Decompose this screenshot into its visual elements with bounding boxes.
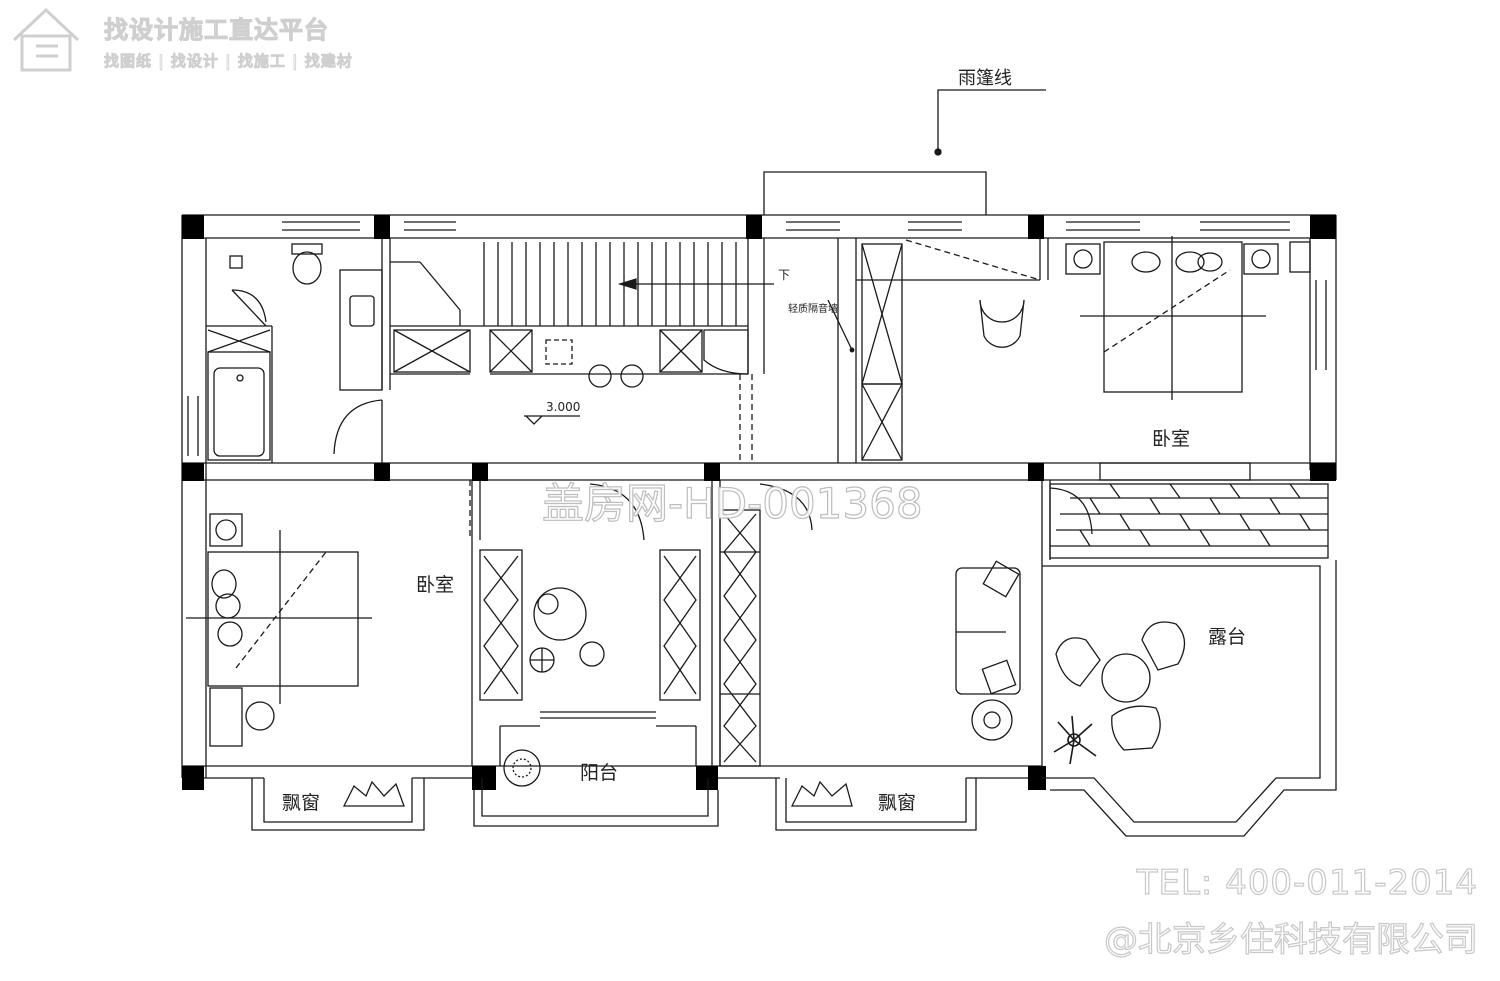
lamp-icon — [1065, 243, 1279, 275]
lamp-icon — [209, 513, 275, 747]
corridor-cabinets — [393, 329, 749, 388]
watermark-company: @北京乡住科技有限公司 — [1103, 919, 1478, 960]
armchair-icon — [1055, 637, 1101, 687]
partition-leader — [827, 299, 853, 351]
wardrobe-icon — [861, 243, 903, 461]
room-label-balcony: 阳台 — [580, 762, 619, 784]
house-logo-icon — [12, 7, 80, 72]
bay-window-left — [251, 778, 425, 831]
staircase — [390, 242, 774, 326]
living-door — [759, 483, 813, 531]
terrace-outline — [1042, 560, 1337, 837]
stair-down-label: 下 — [778, 268, 791, 282]
canopy-line-label: 雨篷线 — [958, 68, 1012, 89]
watermark-logo-subtitle: 找图纸 | 找设计 | 找施工 | 找建材 — [104, 52, 353, 71]
watermark-logo-title: 找设计施工直达平台 — [104, 16, 329, 45]
washbasin-icon — [339, 269, 383, 391]
room-label-terrace: 露台 — [1208, 626, 1247, 648]
elevation-label: 3.000 — [546, 400, 581, 414]
room-label-bay-window-right: 飘窗 — [878, 792, 917, 814]
light-partition-label: 轻质隔音墙 — [788, 304, 838, 315]
terrace-deck — [1049, 462, 1329, 559]
terrace-furniture — [1053, 621, 1186, 765]
canopy-outline — [763, 171, 987, 215]
room-label-bedroom-northeast: 卧室 — [1152, 428, 1191, 450]
columns — [182, 215, 1336, 790]
room-label-bay-window-left: 飘窗 — [282, 792, 321, 814]
bed-icon — [186, 530, 372, 704]
room-label-bedroom-west: 卧室 — [416, 574, 455, 596]
study-wardrobes — [479, 509, 761, 767]
study-furniture — [529, 587, 605, 673]
watermark-phone: TEL: 400-011-2014 — [1136, 862, 1478, 903]
study-door — [589, 483, 645, 541]
canopy-leader — [934, 89, 1046, 156]
terrace-door — [1049, 487, 1093, 535]
sofa-icon — [955, 560, 1021, 741]
bath-door — [231, 289, 267, 323]
watermark-center: 盖房网-HD-001368 — [541, 478, 923, 528]
elevation-marker — [524, 415, 580, 425]
light-partition-wall — [469, 239, 1041, 540]
bed-icon — [1080, 236, 1266, 400]
floor-drain-icon — [229, 255, 243, 269]
corridor-door — [333, 399, 383, 455]
balcony-outline — [473, 749, 719, 827]
bathtub-icon — [207, 329, 271, 461]
round-table-icon — [979, 299, 1025, 348]
north-windows — [187, 221, 1327, 456]
plant-icon — [1053, 715, 1097, 765]
bay-window-right — [775, 778, 977, 831]
toilet-icon — [291, 243, 323, 285]
